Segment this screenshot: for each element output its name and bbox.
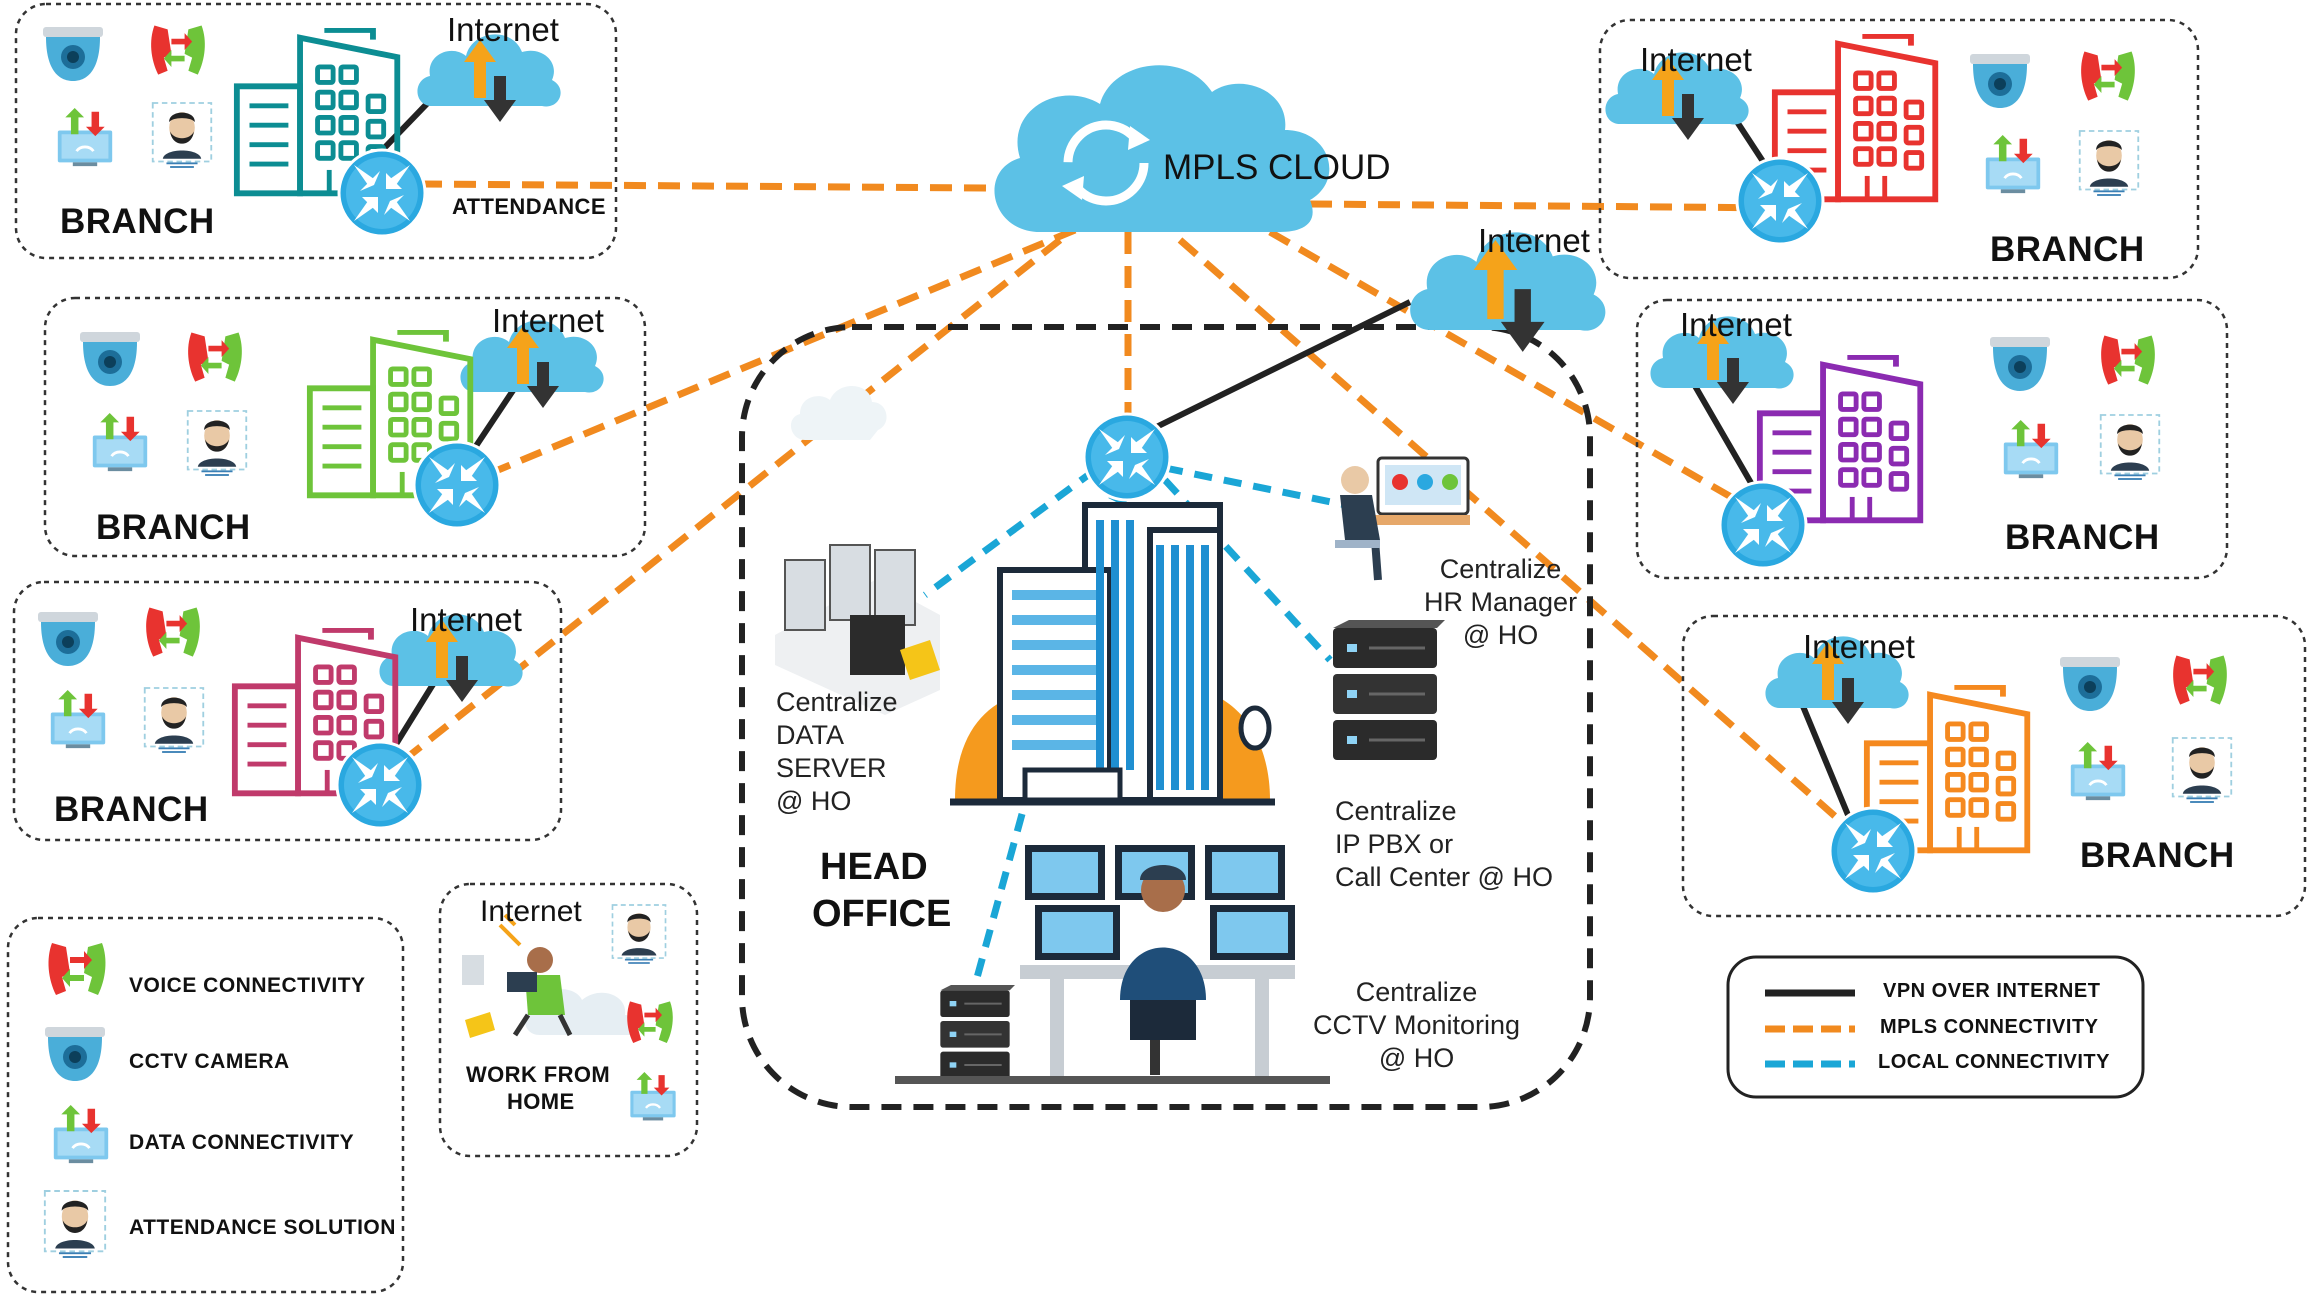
attendance-face-icon <box>2171 737 2233 804</box>
hr-manager-label: Centralize HR Manager @ HO <box>1424 554 1578 650</box>
internet-label: Internet <box>492 302 604 339</box>
internet-label: Internet <box>1640 41 1752 78</box>
router-icon <box>1828 806 1918 896</box>
branch-1-icons <box>43 25 213 169</box>
internet-label: Internet <box>480 895 582 928</box>
data-server-icon <box>775 544 940 715</box>
internet-label: Internet <box>410 601 522 638</box>
voice-phone-icon <box>2173 655 2227 705</box>
legend-attendance-icon <box>43 1190 107 1259</box>
attendance-label: ATTENDANCE <box>452 194 606 219</box>
attendance-face-icon <box>143 687 205 754</box>
branch-5-icons <box>1990 335 2161 481</box>
voice-phone-icon <box>151 25 205 75</box>
cctv-camera-icon <box>1990 337 2050 391</box>
attendance-face-icon <box>2099 414 2161 481</box>
legend-data-label: DATA CONNECTIVITY <box>129 1131 355 1154</box>
branch-4-icons <box>1970 51 2140 197</box>
internet-label: Internet <box>1478 222 1590 259</box>
voice-phone-icon <box>188 332 242 382</box>
mpls-link-branch-2 <box>460 226 1077 489</box>
mpls-cloud-label: MPLS CLOUD <box>1163 148 1391 187</box>
branch-label: BRANCH <box>2005 518 2160 557</box>
head-office-title-line1: HEAD <box>820 846 928 888</box>
data-server-label: Centralize DATA SERVER @ HO <box>776 687 898 816</box>
router-icon <box>337 148 427 238</box>
branch-2-icons <box>80 332 248 477</box>
router-icon <box>1718 480 1808 570</box>
router-icon <box>335 740 425 830</box>
cctv-camera-icon <box>43 27 103 81</box>
voice-phone-icon <box>2101 335 2155 385</box>
branch-label: BRANCH <box>96 508 251 547</box>
data-connectivity-icon <box>2069 742 2127 802</box>
mpls-link-branch-5 <box>1268 228 1747 509</box>
legend-lines-box <box>1726 955 2145 1099</box>
branch-box-5 <box>1635 298 2229 580</box>
data-connectivity-icon <box>49 690 107 750</box>
branch-box-2 <box>43 296 647 558</box>
attendance-face-icon <box>2078 130 2140 197</box>
head-office-title-line2: OFFICE <box>812 893 952 935</box>
legend-vpn-label: VPN OVER INTERNET <box>1883 980 2101 1002</box>
cctv-camera-icon <box>38 612 98 666</box>
router-icon <box>412 440 502 530</box>
branch-3-icons <box>38 607 205 754</box>
cctv-monitoring-label: Centralize CCTV Monitoring @ HO <box>1313 977 1521 1073</box>
branch-label: BRANCH <box>60 202 215 241</box>
branch-box-3 <box>12 580 563 842</box>
router-icon <box>1735 156 1825 246</box>
wfh-label-line2: HOME <box>507 1089 575 1114</box>
wfh-illustration <box>462 904 677 1122</box>
group-boxes <box>6 2 2307 1294</box>
mpls-link-branch-4 <box>1309 200 1791 212</box>
cctv-monitoring-desk-icon <box>895 845 1330 1084</box>
branch-box-4 <box>1598 18 2200 280</box>
headoffice-building-icon <box>950 502 1275 806</box>
internet-label: Internet <box>1803 628 1915 665</box>
branch-box-6 <box>1681 614 2307 918</box>
data-connectivity-icon <box>91 413 149 473</box>
cctv-rack-icon <box>939 985 1015 1080</box>
voice-phone-icon <box>2081 51 2135 101</box>
wfh-box <box>438 882 699 1158</box>
voice-phone-icon <box>146 607 200 657</box>
legend-local-label: LOCAL CONNECTIVITY <box>1878 1051 2110 1073</box>
branch-6-icons <box>2060 655 2233 804</box>
legend-data-icon <box>52 1105 110 1165</box>
branch-label: BRANCH <box>54 790 209 829</box>
branch-label: BRANCH <box>2080 836 2235 875</box>
router-icon <box>1082 412 1172 502</box>
legend-cctv-label: CCTV CAMERA <box>129 1050 290 1073</box>
cctv-camera-icon <box>2060 657 2120 711</box>
legend-voice-label: VOICE CONNECTIVITY <box>129 974 366 997</box>
legend-cctv-icon <box>45 1027 105 1081</box>
mpls-cloud-icon <box>994 65 1330 232</box>
mpls-link-branch-6 <box>1177 237 1848 828</box>
attendance-face-icon <box>186 410 248 477</box>
data-connectivity-icon <box>2002 420 2060 480</box>
mpls-link-branch-1 <box>419 180 991 192</box>
decor-cloud <box>790 385 887 440</box>
ip-pbx-label: Centralize IP PBX or Call Center @ HO <box>1335 796 1553 892</box>
internet-label: Internet <box>447 11 559 48</box>
branch-label: BRANCH <box>1990 230 2145 269</box>
legend-mpls-label: MPLS CONNECTIVITY <box>1880 1016 2099 1038</box>
wfh-label-line1: WORK FROM <box>466 1062 611 1087</box>
data-connectivity-icon <box>56 108 114 168</box>
hr-manager-icon <box>1335 456 1470 581</box>
legend-icons-box <box>6 916 405 1294</box>
branch-box-1 <box>14 2 618 260</box>
legend-attendance-label: ATTENDANCE SOLUTION <box>129 1216 396 1239</box>
data-connectivity-icon <box>1984 135 2042 195</box>
cctv-camera-icon <box>80 332 140 386</box>
cctv-camera-icon <box>1970 54 2030 108</box>
internet-label: Internet <box>1680 306 1792 343</box>
legend-voice-icon <box>48 943 106 995</box>
attendance-face-icon <box>151 102 213 169</box>
